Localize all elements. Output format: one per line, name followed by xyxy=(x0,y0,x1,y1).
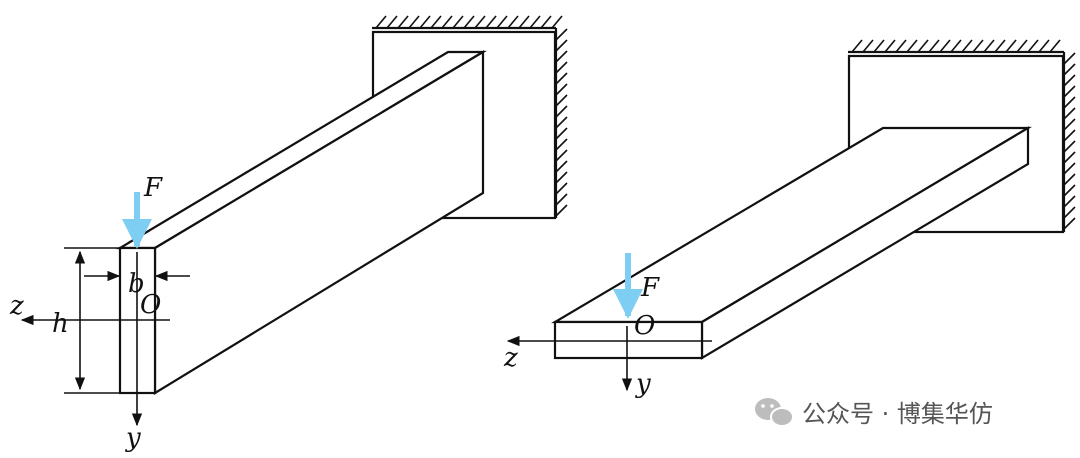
hatch-mark xyxy=(928,39,940,53)
hatch-mark xyxy=(873,39,885,53)
hatch-mark xyxy=(375,15,387,29)
hatch-mark xyxy=(1063,74,1076,87)
hatch-mark xyxy=(895,39,907,53)
hatch-mark xyxy=(917,39,929,53)
hatch-mark xyxy=(862,39,874,53)
hatch-mark xyxy=(884,39,896,53)
wechat-icon xyxy=(755,398,794,427)
hatch-mark xyxy=(507,15,519,29)
hatch-mark xyxy=(939,39,951,53)
hatch-mark xyxy=(1063,195,1076,208)
right-beam-cross-section xyxy=(553,320,704,360)
left-origin-label: O xyxy=(140,290,161,320)
hatch-mark xyxy=(1063,173,1076,186)
hatch-mark xyxy=(555,116,568,129)
hatch-mark xyxy=(983,39,995,53)
hatch-mark xyxy=(408,15,420,29)
hatch-mark xyxy=(1063,151,1076,164)
right-z-label: z xyxy=(503,343,518,373)
hatch-mark xyxy=(555,127,568,140)
hatch-mark xyxy=(555,149,568,162)
hatch-mark xyxy=(555,171,568,184)
hatch-mark xyxy=(555,50,568,63)
hatch-mark xyxy=(386,15,398,29)
watermark: 公众号 · 博集华仿 xyxy=(755,398,993,428)
watermark-text: 公众号 · 博集华仿 xyxy=(802,400,993,428)
hatch-mark xyxy=(1063,63,1076,76)
hatch-mark xyxy=(452,15,464,29)
hatch-mark xyxy=(474,15,486,29)
hatch-mark xyxy=(485,15,497,29)
hatch-mark xyxy=(851,39,863,53)
left-z-label: z xyxy=(9,291,24,321)
hatch-mark xyxy=(1049,39,1061,53)
hatch-mark xyxy=(419,15,431,29)
hatch-mark xyxy=(1063,96,1076,109)
left-beam-side-face xyxy=(153,50,485,395)
height-label: h xyxy=(52,309,69,339)
hatch-mark xyxy=(1027,39,1039,53)
hatch-mark xyxy=(1063,85,1076,98)
right-figure: F O z y xyxy=(503,39,1076,399)
hatch-mark xyxy=(1063,162,1076,175)
hatch-mark xyxy=(518,15,530,29)
hatch-mark xyxy=(906,39,918,53)
width-label: b xyxy=(128,269,145,299)
hatch-mark xyxy=(950,39,962,53)
hatch-mark xyxy=(1063,129,1076,142)
hatch-mark xyxy=(961,39,973,53)
hatch-mark xyxy=(555,83,568,96)
hatch-mark xyxy=(555,138,568,151)
hatch-mark xyxy=(1063,184,1076,197)
hatch-mark xyxy=(1005,39,1017,53)
left-y-label: y xyxy=(125,423,141,453)
left-figure: F b O h z y xyxy=(9,15,568,453)
hatch-mark xyxy=(972,39,984,53)
hatch-mark xyxy=(496,15,508,29)
hatch-mark xyxy=(1063,52,1076,65)
hatch-mark xyxy=(1063,140,1076,153)
hatch-mark xyxy=(1063,217,1076,230)
hatch-mark xyxy=(1038,39,1050,53)
hatch-mark xyxy=(555,160,568,173)
right-y-label: y xyxy=(635,369,651,399)
hatch-mark xyxy=(555,105,568,118)
hatch-mark xyxy=(529,15,541,29)
right-force-label: F xyxy=(640,273,660,303)
hatch-mark xyxy=(994,39,1006,53)
hatch-mark xyxy=(555,94,568,107)
hatch-mark xyxy=(441,15,453,29)
right-origin-label: O xyxy=(634,311,655,341)
hatch-mark xyxy=(551,15,563,29)
hatch-mark xyxy=(555,61,568,74)
hatch-mark xyxy=(430,15,442,29)
hatch-mark xyxy=(555,28,568,41)
hatch-mark xyxy=(555,72,568,85)
hatch-mark xyxy=(1063,206,1076,219)
hatch-mark xyxy=(555,204,568,217)
hatch-mark xyxy=(463,15,475,29)
hatch-mark xyxy=(1016,39,1028,53)
hatch-mark xyxy=(1063,107,1076,120)
hatch-mark xyxy=(397,15,409,29)
hatch-mark xyxy=(555,193,568,206)
hatch-mark xyxy=(555,182,568,195)
hatch-mark xyxy=(555,39,568,52)
left-force-label: F xyxy=(143,173,163,203)
hatch-mark xyxy=(540,15,552,29)
hatch-mark xyxy=(1063,118,1076,131)
